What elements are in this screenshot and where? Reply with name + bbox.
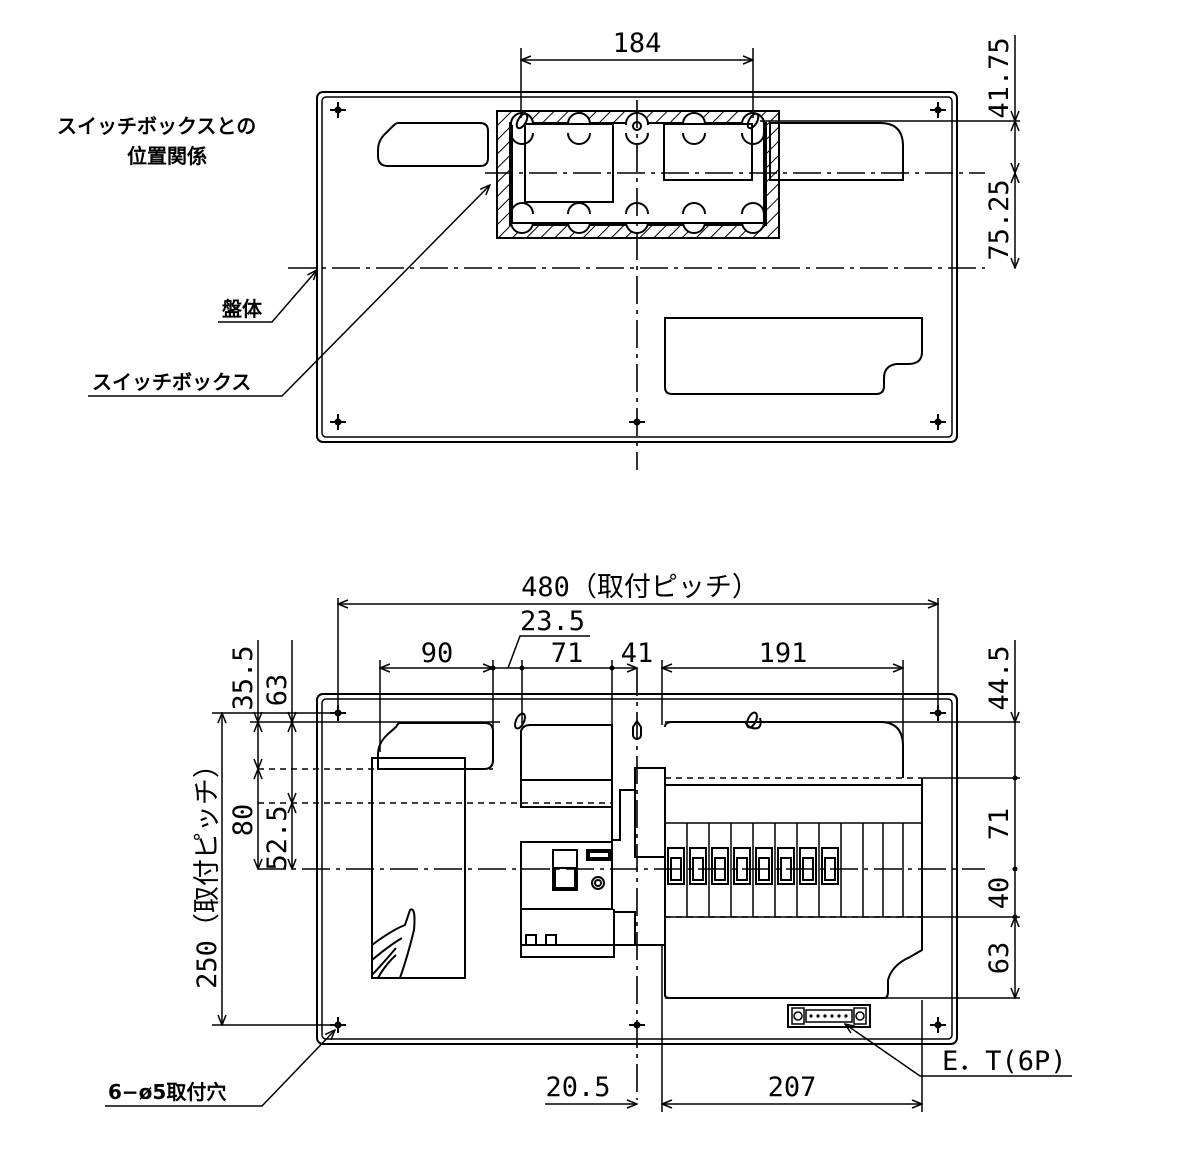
main-breaker: [258, 712, 666, 958]
label-mount-holes: 6−ø5取付穴: [108, 1080, 226, 1104]
top-mount-marks: [330, 102, 946, 430]
dim-23-5: 23.5: [520, 606, 585, 637]
dim-63-left: 63: [262, 674, 293, 707]
label-switch-box: スイッチボックス: [92, 370, 251, 394]
dim-20-5: 20.5: [545, 1072, 610, 1103]
label-panel-body: 盤体: [222, 297, 263, 321]
dim-250-pitch: 250（取付ピッチ）: [192, 751, 223, 989]
dim-75-25: 75.25: [984, 179, 1015, 260]
switch-box: [496, 110, 780, 239]
dim-41: 41: [621, 638, 654, 669]
top-knockout-lower: [664, 317, 923, 395]
dim-71-right: 71: [984, 808, 1015, 841]
top-knockout-right: [769, 122, 904, 181]
dim-35-5: 35.5: [228, 645, 259, 710]
dim-44-5: 44.5: [984, 645, 1015, 710]
dim-90: 90: [421, 638, 454, 669]
dim-41-75: 41.75: [984, 37, 1015, 118]
left-cover-box: [371, 757, 466, 979]
label-relation-line1: スイッチボックスとの: [57, 114, 256, 138]
dim-184: 184: [613, 28, 662, 59]
top-view: 184 41.75 75.25 スイッチボックスとの 位置関係 盤体 スイッチボ…: [57, 28, 1020, 470]
dim-40: 40: [984, 877, 1015, 910]
label-relation-line2: 位置関係: [127, 144, 207, 168]
dim-80: 80: [228, 804, 259, 837]
dim-191: 191: [759, 638, 808, 669]
dim-71-top: 71: [551, 638, 584, 669]
bottom-view: E．T(6P) 480（取付ピッチ） 23.5 90 71 41 191: [105, 572, 1072, 1112]
dim-63-right: 63: [984, 942, 1015, 975]
dim-52-5: 52.5: [262, 805, 293, 870]
branch-breakers: [664, 711, 923, 999]
dim-207: 207: [768, 1072, 817, 1103]
earth-terminal: [787, 1004, 871, 1028]
top-knockout-left: [377, 122, 489, 167]
dim-480-pitch: 480（取付ピッチ）: [521, 572, 759, 603]
top-panel-inner: [321, 96, 953, 438]
label-et: E．T(6P): [942, 1046, 1067, 1077]
